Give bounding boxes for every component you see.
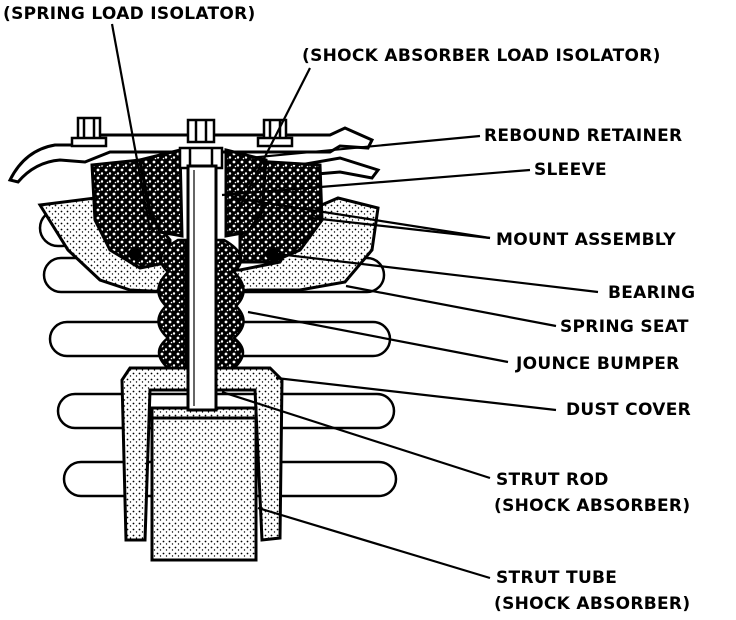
label-spring-seat: SPRING SEAT	[560, 317, 689, 337]
label-strut-tube-sub: (SHOCK ABSORBER)	[494, 594, 691, 614]
leader-strut-rod	[221, 390, 491, 480]
label-strut-tube: STRUT TUBE	[496, 568, 618, 588]
mount-assembly	[90, 148, 324, 270]
label-shock-absorber-load-isolator: (SHOCK ABSORBER LOAD ISOLATOR)	[302, 46, 661, 66]
leader-sleeve	[221, 168, 531, 197]
top-nut	[178, 118, 224, 170]
leader-dust-cover	[275, 376, 557, 412]
dust-cover	[120, 366, 284, 542]
label-bearing: BEARING	[608, 283, 696, 303]
strut-rod	[186, 164, 218, 412]
label-strut-rod: STRUT ROD	[496, 470, 609, 490]
leader-mount-assembly-1	[233, 196, 491, 240]
bearing-ball	[128, 247, 142, 261]
bearing-ball	[265, 247, 279, 261]
label-dust-cover: DUST COVER	[566, 400, 692, 420]
label-jounce-bumper: JOUNCE BUMPER	[516, 354, 680, 374]
strut-tube	[150, 406, 258, 562]
stud-nut-right	[256, 118, 294, 148]
leader-bearing	[277, 252, 599, 294]
leader-rebound-retainer	[247, 134, 481, 160]
leader-spring-seat	[345, 284, 557, 328]
label-sleeve: SLEEVE	[534, 160, 607, 180]
leader-spring-load-isolator	[110, 23, 152, 231]
label-strut-rod-sub: (SHOCK ABSORBER)	[494, 496, 691, 516]
leader-lines	[110, 23, 599, 580]
label-mount-assembly: MOUNT ASSEMBLY	[496, 230, 676, 250]
leader-strut-tube	[257, 506, 491, 580]
label-rebound-retainer: REBOUND RETAINER	[484, 126, 683, 146]
leader-mount-assembly-2	[311, 216, 491, 240]
stud-nut-left	[70, 116, 108, 148]
leader-shock-absorber-load-isolator	[237, 67, 311, 211]
leader-jounce-bumper	[247, 310, 509, 364]
jounce-bumper	[157, 238, 245, 370]
label-spring-load-isolator: (SPRING LOAD ISOLATOR)	[3, 4, 256, 24]
